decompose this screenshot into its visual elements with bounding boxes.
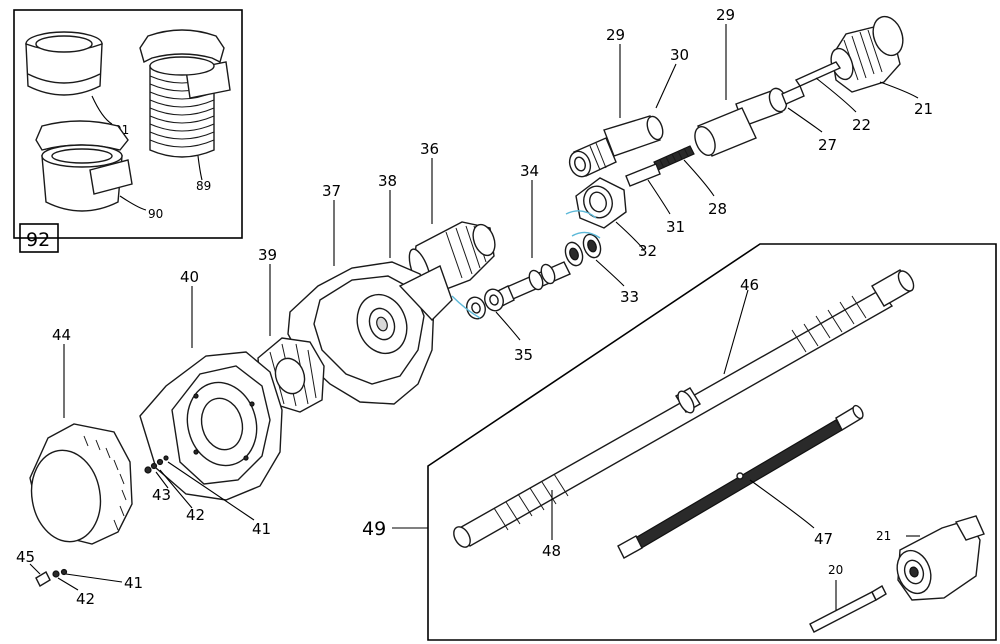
label-30: 30	[670, 46, 689, 64]
label-42-top: 42	[186, 506, 205, 524]
part-29-tube-right	[694, 107, 757, 157]
part-29-tube-left	[568, 115, 664, 178]
part-40-disc	[139, 351, 283, 501]
label-29-right: 29	[716, 6, 735, 24]
part-22-pin	[794, 61, 842, 87]
label-36: 36	[420, 140, 439, 158]
label-90: 90	[148, 207, 163, 221]
label-44: 44	[52, 326, 71, 344]
label-45: 45	[16, 548, 35, 566]
part-44-cap	[29, 423, 133, 545]
part-33-bearings	[564, 231, 602, 267]
part-28-spring	[653, 145, 695, 171]
fasteners-bottom-left	[35, 568, 68, 587]
assembly-top-right: 21 22 27 29 29	[564, 6, 933, 306]
label-89: 89	[196, 179, 211, 193]
label-21-bottom: 21	[876, 529, 891, 543]
inset-box-92: 92 91 89 90	[13, 9, 243, 253]
fasteners-41-42-43	[144, 455, 169, 474]
part-89-bellows	[139, 29, 231, 158]
part-47-flexshaft	[617, 404, 864, 559]
label-48: 48	[542, 542, 561, 560]
label-42-bottom: 42	[76, 590, 95, 608]
label-37: 37	[322, 182, 341, 200]
label-32: 32	[638, 242, 657, 260]
part-32-nut	[565, 177, 627, 229]
part-31-pin	[625, 163, 661, 187]
label-39: 39	[258, 246, 277, 264]
part-21-coupling-bottom	[896, 515, 985, 601]
part-35-washers	[451, 288, 504, 320]
label-34: 34	[520, 162, 539, 180]
label-47: 47	[814, 530, 833, 548]
part-21-coupling	[830, 15, 904, 93]
label-27: 27	[818, 136, 837, 154]
label-35: 35	[514, 346, 533, 364]
label-20: 20	[828, 563, 843, 577]
label-33: 33	[620, 288, 639, 306]
part-91-collar	[25, 31, 103, 96]
label-46: 46	[740, 276, 759, 294]
label-38: 38	[378, 172, 397, 190]
label-49: 49	[362, 518, 386, 540]
label-21-top: 21	[914, 100, 933, 118]
label-43: 43	[152, 486, 171, 504]
label-41-bottom: 41	[124, 574, 143, 592]
part-90-clamp	[35, 120, 133, 212]
label-22: 22	[852, 116, 871, 134]
label-31: 31	[666, 218, 685, 236]
label-92: 92	[26, 229, 50, 251]
part-34-shaft	[495, 261, 571, 307]
label-29-left: 29	[606, 26, 625, 44]
part-46-48-hose	[453, 269, 915, 548]
inset-box-49: 49 46 48 47	[362, 243, 997, 641]
label-41-top: 41	[252, 520, 271, 538]
label-40: 40	[180, 268, 199, 286]
part-20-pin	[809, 585, 887, 633]
label-28: 28	[708, 200, 727, 218]
